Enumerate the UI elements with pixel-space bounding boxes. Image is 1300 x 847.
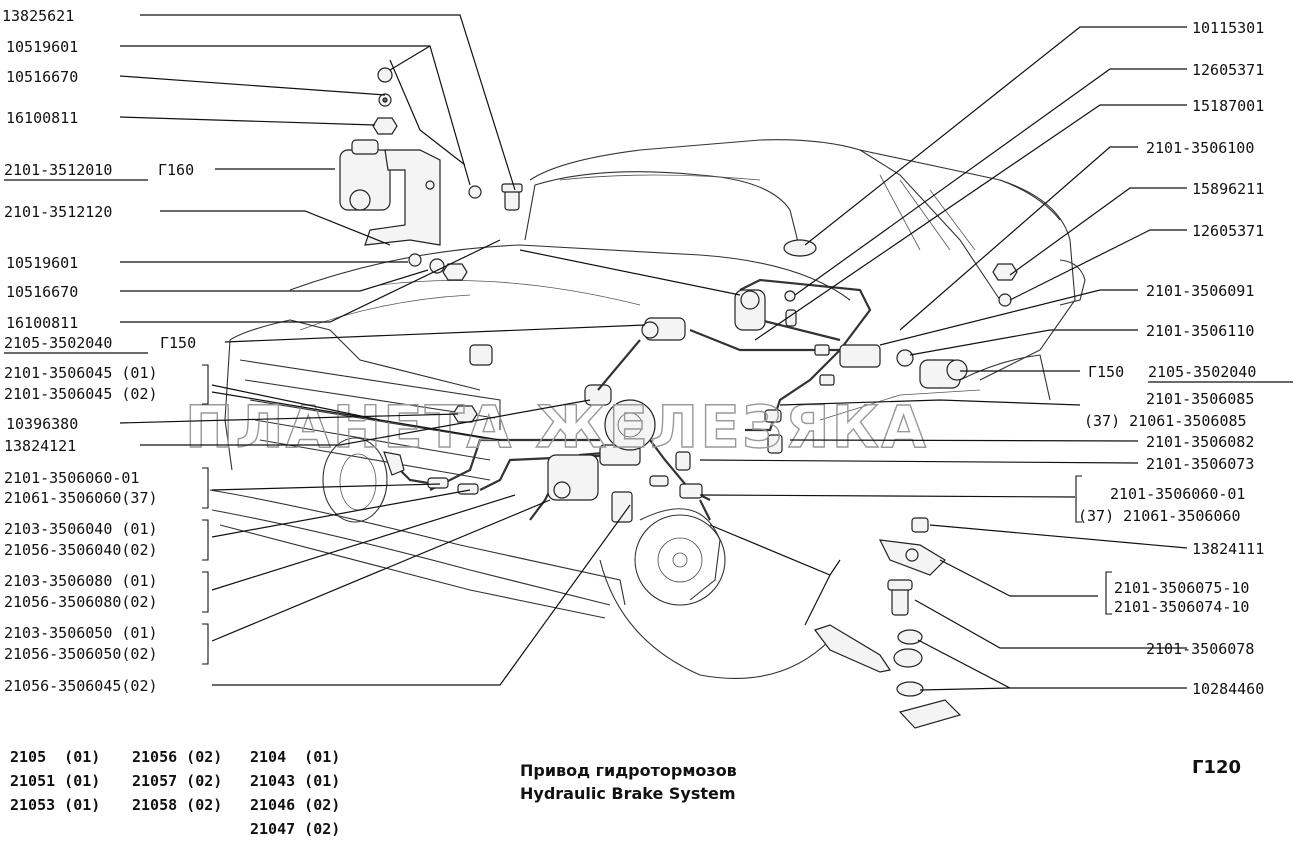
leader-lines: [119, 14, 1188, 691]
part-number-label: 10519601: [6, 254, 78, 272]
part-number-label: 16100811: [6, 109, 78, 127]
part-number-label: 2101-3512010: [4, 161, 112, 179]
part-number-label: 10284460: [1192, 680, 1264, 698]
model-cell: 21043 (01): [250, 772, 341, 790]
tee-fitting-icon: [839, 344, 881, 368]
clip-icon: [469, 344, 493, 366]
part-number-label: 2101-3506060-01: [1110, 485, 1245, 503]
part-number-label: 10519601: [6, 38, 78, 56]
part-number-label: 21056-3506080(02): [4, 593, 158, 611]
part-number-label: 12605371: [1192, 61, 1264, 79]
part-number-label: 2103-3506080 (01): [4, 572, 158, 590]
part-number-label: 2101-3506045 (02): [4, 385, 158, 403]
model-cell: 21051 (01): [10, 772, 101, 790]
part-number-label: 2101-3512120: [4, 203, 112, 221]
washer-icon: [897, 629, 923, 645]
right-labels: 10115301 12605371 15187001 2101-3506100 …: [1075, 19, 1293, 698]
part-number-label: 15187001: [1192, 97, 1264, 115]
washer-icon: [998, 293, 1012, 307]
grommet-icon: [783, 239, 817, 257]
part-number-label: 10396380: [6, 415, 78, 433]
part-number-label: 10115301: [1192, 19, 1264, 37]
nut-icon: [372, 117, 398, 135]
left-labels: 13825621 10519601 10516670 16100811 2101…: [2, 7, 209, 695]
part-number-label: 2101-3506060-01: [4, 469, 139, 487]
part-number-label: 13824121: [4, 437, 76, 455]
model-cell: 21057 (02): [132, 772, 223, 790]
clip-icon: [611, 491, 633, 523]
part-number-label: 16100811: [6, 314, 78, 332]
washer-icon: [429, 258, 445, 274]
part-number-label: 21061-3506060(37): [4, 489, 158, 507]
model-cell: 21046 (02): [250, 796, 341, 814]
part-number-label: (37) 21061-3506060: [1078, 507, 1241, 525]
diagram-title-ru: Привод гидротормозов: [520, 761, 737, 780]
part-number-label: 21056-3506040(02): [4, 541, 158, 559]
part-number-label: 2101-3506075-10: [1114, 579, 1249, 597]
part-number-label: 12605371: [1192, 222, 1264, 240]
part-number-label: 15896211: [1192, 180, 1264, 198]
part-number-label: 2101-3506100: [1146, 139, 1254, 157]
part-number-label: 2101-3506045 (01): [4, 364, 158, 382]
part-number-label: 2101-3506091: [1146, 282, 1254, 300]
plate-number: Г120: [1192, 757, 1242, 778]
brake-booster-icon: [604, 399, 656, 451]
washer-icon: [896, 681, 924, 697]
figure-ref-label: Г150: [1088, 363, 1124, 381]
part-number-label: 13825621: [2, 7, 74, 25]
part-number-label: 2101-3506078: [1146, 640, 1254, 658]
screw-icon: [911, 517, 929, 533]
part-number-label: 2101-3506082: [1146, 433, 1254, 451]
part-number-label: 13824111: [1192, 540, 1264, 558]
part-number-label: 2101-3506073: [1146, 455, 1254, 473]
washer-icon: [468, 185, 482, 199]
clip-icon: [767, 434, 783, 454]
figure-ref-label: Г160: [158, 161, 194, 179]
brake-hose-icon: [584, 384, 612, 406]
part-number-label: 2101-3506085: [1146, 390, 1254, 408]
part-number-label: 10516670: [6, 283, 78, 301]
model-cell: 21056 (02): [132, 748, 223, 766]
part-number-label: 2103-3506050 (01): [4, 624, 158, 642]
part-number-label: 10516670: [6, 68, 78, 86]
model-cell: 2104 (01): [250, 748, 341, 766]
regulator-bracket-icon: [364, 149, 441, 246]
model-cell: 21053 (01): [10, 796, 101, 814]
part-number-label: 2105-3502040: [1148, 363, 1256, 381]
washer-icon: [408, 253, 422, 267]
clip-icon: [675, 451, 691, 471]
diagram-title-en: Hydraulic Brake System: [520, 784, 736, 803]
nut-icon: [442, 263, 468, 281]
brake-components: [339, 67, 1018, 729]
brake-hose-icon: [814, 624, 891, 673]
nut-icon: [992, 263, 1018, 281]
model-cell: 2105 (01): [10, 748, 101, 766]
model-cell: 21047 (02): [250, 820, 341, 838]
part-number-label: 2103-3506040 (01): [4, 520, 158, 538]
part-number-label: 2105-3502040: [4, 334, 112, 352]
part-number-label: 21056-3506050(02): [4, 645, 158, 663]
part-number-label: (37) 21061-3506085: [1084, 412, 1247, 430]
figure-ref-label: Г150: [160, 334, 196, 352]
part-number-label: 21056-3506045(02): [4, 677, 158, 695]
washer-icon: [377, 67, 393, 83]
part-number-label: 2101-3506110: [1146, 322, 1254, 340]
model-cell: 21058 (02): [132, 796, 223, 814]
part-number-label: 2101-3506074-10: [1114, 598, 1249, 616]
